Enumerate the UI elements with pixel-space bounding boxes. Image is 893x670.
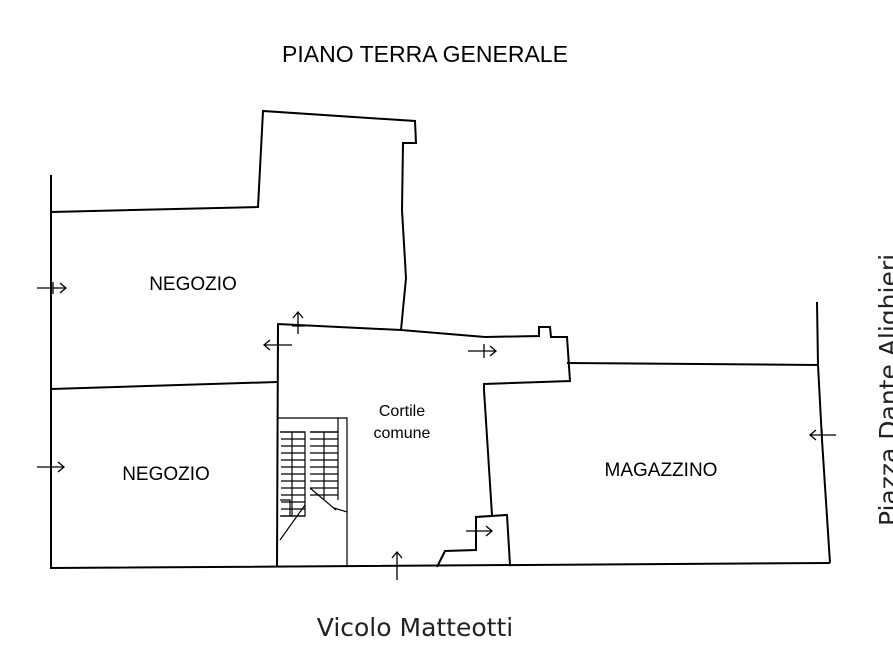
room-label-cortile-line1: Cortile: [379, 403, 425, 420]
cortile-step: [436, 513, 511, 568]
door-arrow-cortile-top: [292, 310, 305, 334]
door-arrow-magazzino-right: [808, 429, 836, 441]
negozio-divider: [50, 381, 278, 390]
stair-enclosure: [278, 417, 348, 567]
door-arrow-negozio-top: [37, 282, 68, 294]
door-arrow-cortile-left: [262, 339, 292, 351]
room-label-magazzino: MAGAZZINO: [605, 460, 718, 481]
plan-title: PIANO TERRA GENERALE: [282, 41, 568, 67]
door-arrow-negozio-bottom: [37, 461, 66, 473]
room-label-negozio-top: NEGOZIO: [149, 274, 237, 295]
magazzino-walls: [566, 301, 831, 564]
cortile-walls: [276, 322, 572, 568]
room-label-cortile-line2: comune: [374, 425, 431, 442]
street-label-right: Piazza Dante Alighieri: [874, 254, 893, 526]
door-arrow-magazzino-top: [468, 344, 498, 358]
room-label-negozio-bottom: NEGOZIO: [122, 464, 210, 485]
staircase: [279, 418, 339, 541]
door-arrow-step: [466, 525, 494, 537]
street-label-bottom: Vicolo Matteotti: [317, 613, 513, 642]
outer-wall-left: [50, 175, 831, 570]
negozio-top-walls: [50, 109, 418, 331]
entrance-arrow-vicolo: [391, 550, 403, 580]
